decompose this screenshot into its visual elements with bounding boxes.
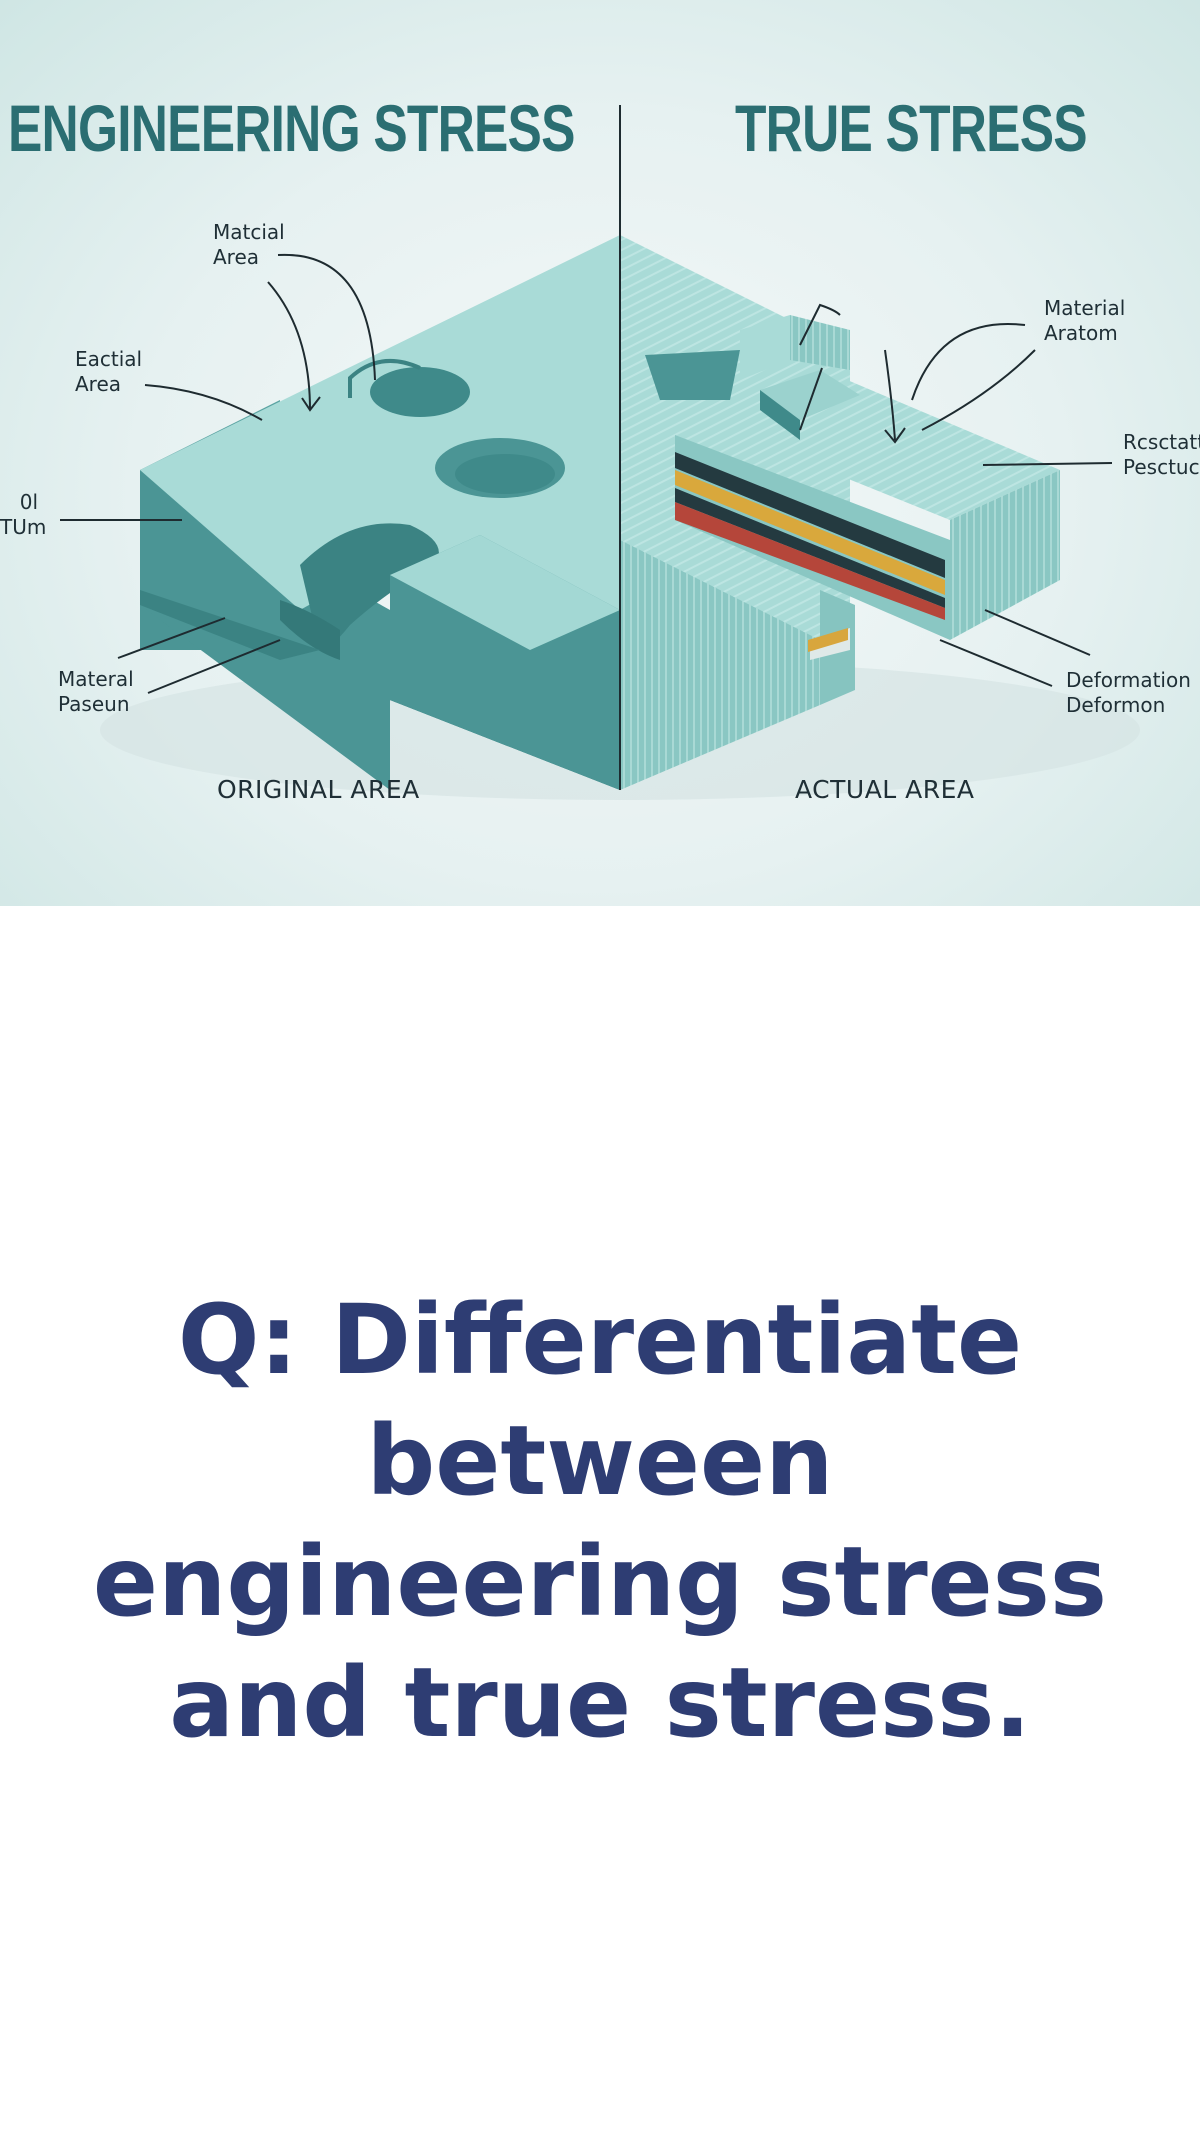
diagram-illustration: ENGINEERING STRESS TRUE STRESS Matcial A… (0, 0, 1200, 906)
true-stress-title: TRUE STRESS (735, 91, 1088, 165)
label-material-paseun: Materal Paseun (58, 667, 134, 716)
stress-block-drawing (60, 105, 1140, 800)
leader-lines (60, 253, 1113, 694)
original-area-caption: ORIGINAL AREA (217, 775, 420, 804)
question-line-2: between (366, 1405, 834, 1517)
label-deformation: Deformation Deformon (1066, 668, 1191, 717)
engineering-stress-title: ENGINEERING STRESS (8, 91, 575, 165)
question-line-1: Q: Differentiate (177, 1284, 1023, 1396)
question-line-4: and true stress. (169, 1647, 1031, 1759)
label-material-aratom: Material Aratom (1044, 296, 1126, 345)
label-rescatt-pesctuc: Rcsctatt Pesctuc (1123, 430, 1200, 479)
label-ol-tum: 0l TUm (0, 490, 47, 539)
question-text: Q: Differentiate between engineering str… (0, 1280, 1200, 1764)
engineering-stress-block (140, 235, 620, 790)
true-stress-block (620, 235, 1060, 790)
label-matcial-area: Matcial Area (213, 220, 285, 269)
actual-area-caption: ACTUAL AREA (795, 775, 975, 804)
label-eactial-area: Eactial Area (75, 347, 143, 396)
question-line-3: engineering stress (92, 1526, 1108, 1638)
